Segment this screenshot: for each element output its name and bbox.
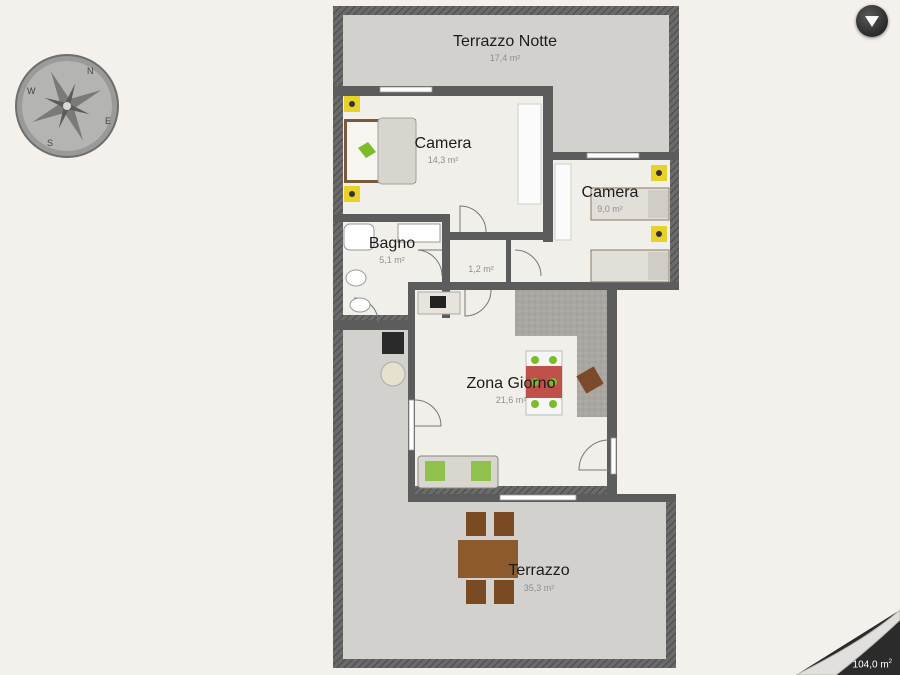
room-area: 1,2 m² [468,264,494,274]
sofa [417,455,499,489]
room-area: 35,3 m² [524,583,555,593]
windows [379,86,640,501]
compass-icon[interactable]: N E S W [13,54,121,158]
outdoor-table [458,512,518,604]
room-label-camera-master[interactable]: Camera 14,3 m² [415,135,472,165]
total-area: 104,0 m2 [853,659,892,670]
room-name: Terrazzo [508,562,569,579]
room-area: 9,0 m² [597,204,623,214]
room-area: 14,3 m² [428,155,459,165]
wardrobes [517,103,572,241]
compass-label-e: E [105,116,111,126]
compass-label-n: N [87,66,94,76]
room-label-zona-giorno[interactable]: Zona Giorno 21,6 m² [467,375,556,405]
dining-table [525,350,563,416]
room-label-terrazzo-notte[interactable]: Terrazzo Notte 17,4 m² [453,33,557,63]
total-area-value: 104,0 m [852,659,889,670]
double-bed [344,96,417,202]
desk [380,332,406,387]
room-label-corridor[interactable]: 1,2 m² [468,264,494,274]
room-label-terrazzo[interactable]: Terrazzo 35,3 m² [508,562,569,593]
compass-label-s: S [47,138,53,148]
room-label-camera-small[interactable]: Camera 9,0 m² [582,184,639,214]
menu-button[interactable] [856,5,888,37]
room-name: Bagno [369,235,415,252]
room-name: Camera [415,135,472,152]
room-area: 5,1 m² [379,255,405,265]
armchair [576,366,604,394]
room-name: Zona Giorno [467,375,556,392]
menu-icon [865,16,879,27]
total-area-unit: 2 [888,658,892,665]
room-area: 21,6 m² [496,395,527,405]
compass-label-w: W [27,86,36,96]
room-name: Camera [582,184,639,201]
room-name: Terrazzo Notte [453,33,557,50]
doors [353,205,610,471]
single-beds [590,165,670,283]
tv-unit [417,291,461,315]
bathroom-fixtures [343,223,441,313]
room-label-bagno[interactable]: Bagno 5,1 m² [369,235,415,265]
page-curl-icon[interactable] [796,610,900,675]
room-area: 17,4 m² [490,53,521,63]
